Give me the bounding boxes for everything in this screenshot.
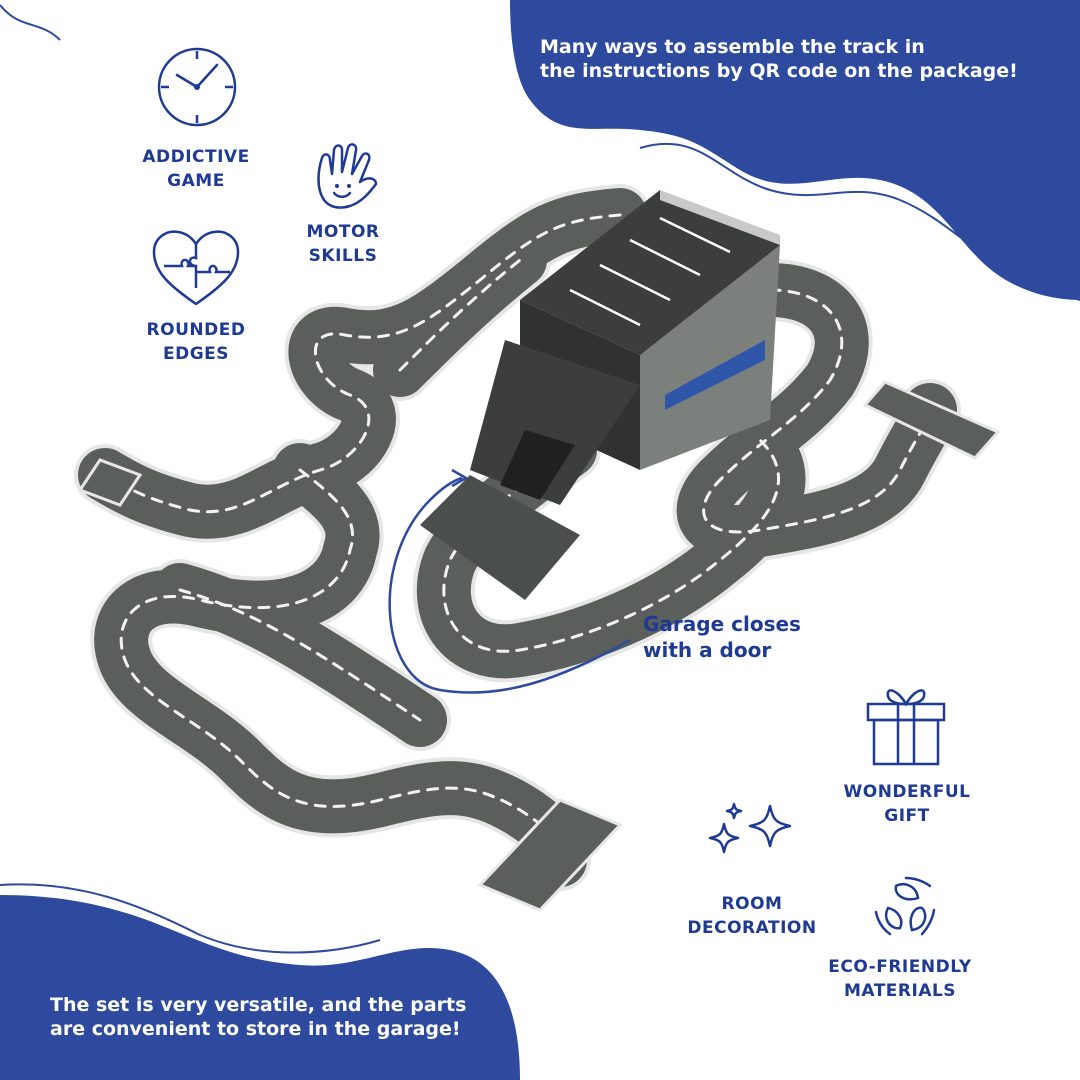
bottom-banner-line-2: are convenient to store in the garage! [50,1018,461,1040]
bottom-banner-wave-line [0,883,381,954]
garage-door-opening [500,430,575,500]
t-end-bottom [477,798,623,912]
feature-rounded-edges: ROUNDED EDGES [146,320,246,364]
t-end-right [862,380,1001,460]
bottom-banner-blob [0,895,520,1080]
top-banner-line-1: Many ways to assemble the track in [540,36,925,58]
feature-motor-skills: MOTOR SKILLS [306,222,380,266]
garage-callout-line-2: with a door [643,638,772,662]
top-banner-blob [510,0,1080,300]
top-banner-wave-line [639,142,1080,301]
bottom-banner-text: The set is very versatile, and the parts… [50,993,490,1041]
garage-callout: Garage closes with a door [643,611,801,663]
garage-window-strip [665,340,765,410]
garage [420,190,780,600]
sparkle-icon [708,802,792,854]
callout-arrow [388,476,631,694]
gift-icon [866,689,946,766]
top-left-wave-line [0,4,61,41]
top-banner-text: Many ways to assemble the track in the i… [540,35,1060,83]
feature-addictive-game: ADDICTIVE GAME [142,147,250,191]
puzzle-heart-icon [152,230,240,306]
callout-arrow-head [451,468,469,488]
garage-callout-line-1: Garage closes [643,612,801,636]
recycle-leaf-icon [874,876,936,936]
bottom-banner-line-1: The set is very versatile, and the parts [50,994,467,1016]
feature-wonderful-gift: WONDERFUL GIFT [843,782,971,826]
t-end-left [77,458,143,507]
top-banner-line-2: the instructions by QR code on the packa… [540,60,1018,82]
garage-base-plate [420,475,580,600]
clock-icon [157,47,237,127]
hand-icon [317,143,378,209]
feature-eco-friendly: ECO-FRIENDLY MATERIALS [828,957,972,1001]
garage-roof [520,190,780,355]
garage-railing [660,190,780,245]
feature-room-decoration: ROOM DECORATION [687,894,817,938]
